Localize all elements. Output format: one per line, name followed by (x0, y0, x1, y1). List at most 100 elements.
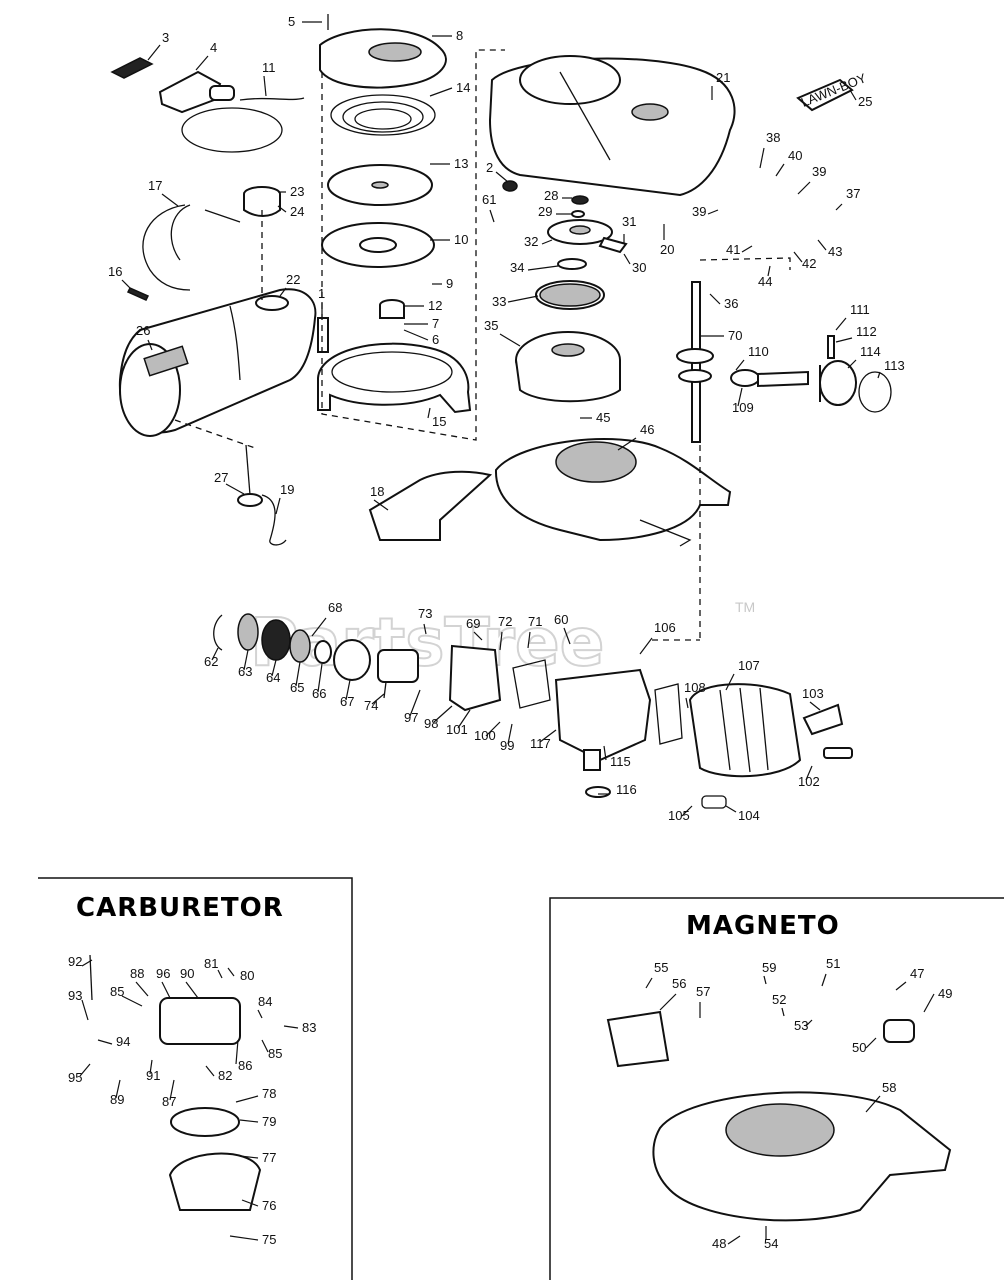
callout-number: 77 (262, 1150, 276, 1165)
callout-leader (725, 805, 737, 813)
callout-leader (659, 993, 677, 1011)
callout-c40: 40 (775, 148, 802, 177)
callout-layer: 1234567891011121314151617181920212223242… (68, 14, 952, 1251)
callout-leader (169, 1079, 175, 1101)
callout-leader (147, 44, 161, 61)
callout-c87: 87 (162, 1079, 176, 1109)
callout-c54: 54 (764, 1226, 778, 1251)
callout-leader (121, 279, 131, 289)
callout-c1: 1 (318, 286, 325, 318)
callout-number: 99 (500, 738, 514, 753)
callout-number: 51 (826, 956, 840, 971)
starter-cover-part (319, 14, 447, 89)
callout-c99: 99 (500, 723, 514, 753)
callout-number: 82 (218, 1068, 232, 1083)
callout-leader (809, 701, 821, 711)
callout-c92: 92 (68, 954, 93, 969)
callout-leader (217, 969, 223, 979)
callout-leader (541, 239, 553, 245)
callout-leader (433, 705, 453, 723)
callout-c65: 65 (290, 661, 304, 695)
callout-c7: 7 (404, 316, 439, 331)
callout-number: 117 (530, 736, 551, 751)
callout-c5: 5 (288, 14, 322, 29)
callout-number: 76 (262, 1198, 276, 1213)
callout-number: 85 (268, 1046, 282, 1061)
callout-number: 104 (738, 808, 760, 823)
callout-c74: 74 (364, 693, 385, 713)
exhaust-gasket-part (701, 795, 727, 809)
callout-leader (121, 995, 143, 1007)
callout-c81: 81 (204, 956, 223, 979)
callout-number: 110 (748, 344, 769, 359)
callout-c95: 95 (68, 1063, 91, 1085)
callout-c39a: 39 (692, 204, 719, 219)
callout-leader (681, 805, 693, 817)
callout-leader (211, 647, 219, 661)
strap-screw-part (126, 287, 150, 301)
callout-leader (81, 999, 89, 1021)
callout-leader (805, 1019, 813, 1027)
callout-number: 13 (454, 156, 468, 171)
callout-leader (371, 693, 385, 705)
callout-number: 37 (846, 186, 860, 201)
callout-c53: 53 (794, 1018, 813, 1033)
callout-leader (277, 205, 287, 213)
callout-c105: 105 (668, 805, 693, 823)
callout-number: 107 (738, 658, 760, 673)
callout-number: 17 (148, 178, 162, 193)
callout-c30: 30 (623, 253, 646, 275)
callout-number: 15 (432, 414, 446, 429)
callout-leader (161, 193, 179, 207)
callout-c104: 104 (725, 805, 760, 823)
callout-leader (623, 253, 631, 265)
wrist-pin-part (827, 335, 835, 359)
callout-number: 66 (312, 686, 326, 701)
callout-leader (257, 1009, 263, 1019)
callout-c101: 101 (446, 709, 471, 737)
callout-c50: 50 (852, 1037, 877, 1055)
callout-c115: 115 (603, 745, 631, 769)
gasket-part (512, 659, 551, 709)
callout-number: 85 (110, 984, 124, 999)
callout-leader (563, 627, 571, 645)
callout-leader (495, 171, 509, 183)
callout-c49: 49 (923, 986, 952, 1013)
callout-number: 12 (428, 298, 442, 313)
callout-c113: 113 (877, 358, 905, 379)
callout-c110: 110 (735, 344, 769, 371)
callout-c13: 13 (430, 156, 468, 171)
callout-number: 49 (938, 986, 952, 1001)
callout-number: 2 (486, 160, 493, 175)
callout-number: 63 (238, 664, 252, 679)
plug-terminal-part (802, 703, 844, 736)
callout-c27: 27 (214, 470, 245, 495)
callout-number: 78 (262, 1086, 276, 1101)
callout-number: 87 (162, 1094, 176, 1109)
callout-leader (603, 745, 607, 761)
piston-rings-part (858, 371, 892, 413)
callout-number: 56 (672, 976, 686, 991)
callout-c64: 64 (266, 659, 280, 685)
callout-leader (821, 973, 827, 987)
callout-number: 41 (726, 242, 740, 257)
callout-number: 39 (812, 164, 826, 179)
callout-number: 91 (146, 1068, 160, 1083)
callout-number: 28 (544, 188, 558, 203)
piston-part (819, 360, 857, 406)
callout-c98: 98 (424, 705, 453, 731)
callout-leader (243, 649, 249, 671)
callout-number: 22 (286, 272, 300, 287)
callout-c83: 83 (283, 1020, 316, 1035)
callout-c85a: 85 (110, 984, 143, 1007)
callout-c93: 93 (68, 988, 89, 1021)
callout-number: 36 (724, 296, 738, 311)
callout-c102: 102 (798, 765, 820, 789)
callout-leader (781, 1007, 785, 1017)
callout-c47: 47 (895, 966, 924, 991)
magneto-section-title: MAGNETO (686, 911, 840, 941)
callout-c55: 55 (645, 960, 668, 989)
callout-c78: 78 (235, 1086, 276, 1103)
retaining-ring-part (213, 614, 223, 651)
callout-number: 101 (446, 722, 468, 737)
